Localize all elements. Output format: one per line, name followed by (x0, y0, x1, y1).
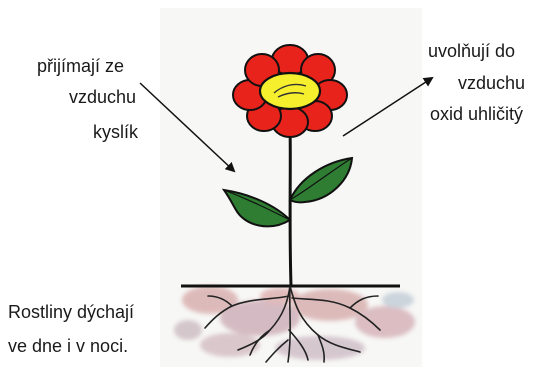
absorb-label-line3: kyslík (93, 123, 138, 141)
release-label-line3: oxid uhličitý (430, 105, 523, 123)
absorb-label-line1: přijímají ze (37, 57, 124, 75)
absorb-label-line2: vzduchu (69, 88, 136, 106)
release-label-line2: vzduchu (458, 74, 525, 92)
stem (290, 125, 291, 286)
caption-line1: Rostliny dýchají (8, 303, 134, 321)
caption-line2: ve dne i v noci. (8, 337, 128, 355)
flower-icon (233, 45, 347, 137)
release-label-line1: uvolňují do (428, 42, 515, 60)
